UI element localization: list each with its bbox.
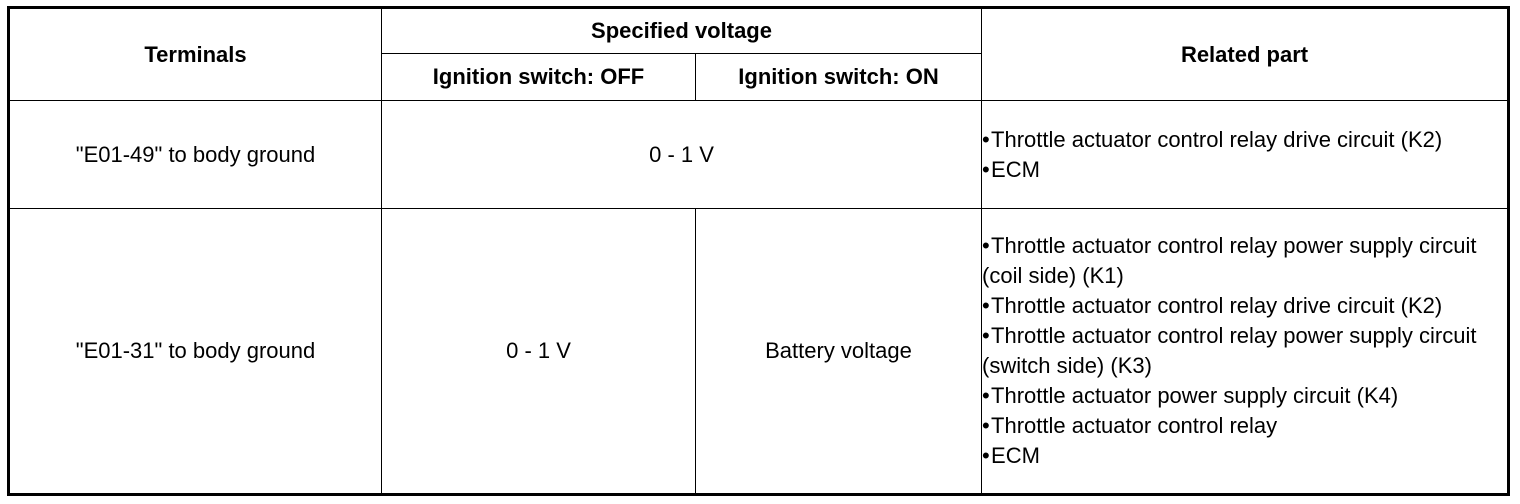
related-part-cell: •Throttle actuator control relay drive c…: [981, 100, 1510, 209]
table-row: "E01-49" to body ground 0 - 1 V •Throttl…: [8, 100, 1510, 209]
list-item: •ECM: [982, 441, 1507, 471]
terminals-cell: "E01-49" to body ground: [8, 100, 382, 209]
header-ignition-on: Ignition switch: ON: [694, 53, 983, 101]
voltage-off-cell: 0 - 1 V: [381, 208, 696, 495]
header-specified-voltage: Specified voltage: [380, 7, 983, 54]
list-item: •Throttle actuator control relay power s…: [982, 233, 1477, 288]
bullet-icon: •: [982, 233, 990, 258]
header-ignition-off: Ignition switch: OFF: [381, 53, 696, 101]
list-item: •ECM: [982, 155, 1507, 185]
header-terminals: Terminals: [8, 7, 382, 101]
table-row: "E01-31" to body ground 0 - 1 V Battery …: [8, 208, 1510, 495]
bullet-icon: •: [982, 323, 990, 348]
list-item: •Throttle actuator control relay drive c…: [982, 291, 1507, 321]
bullet-icon: •: [982, 413, 990, 438]
bullet-icon: •: [982, 443, 990, 468]
bullet-icon: •: [982, 126, 990, 152]
list-item: •Throttle actuator control relay: [982, 411, 1507, 441]
list-item: •Throttle actuator control relay drive c…: [982, 125, 1507, 155]
bullet-icon: •: [982, 293, 990, 318]
related-part-cell: •Throttle actuator control relay power s…: [981, 208, 1510, 495]
voltage-spec-table: Terminals Specified voltage Related part…: [7, 6, 1511, 496]
terminals-cell: "E01-31" to body ground: [8, 208, 382, 495]
header-related-part: Related part: [981, 7, 1510, 101]
voltage-on-cell: Battery voltage: [694, 208, 983, 495]
list-item: •Throttle actuator control relay power s…: [982, 323, 1477, 378]
bullet-icon: •: [982, 156, 990, 182]
list-item: •Throttle actuator power supply circuit …: [982, 381, 1507, 411]
voltage-cell: 0 - 1 V: [380, 100, 983, 209]
bullet-icon: •: [982, 383, 990, 408]
